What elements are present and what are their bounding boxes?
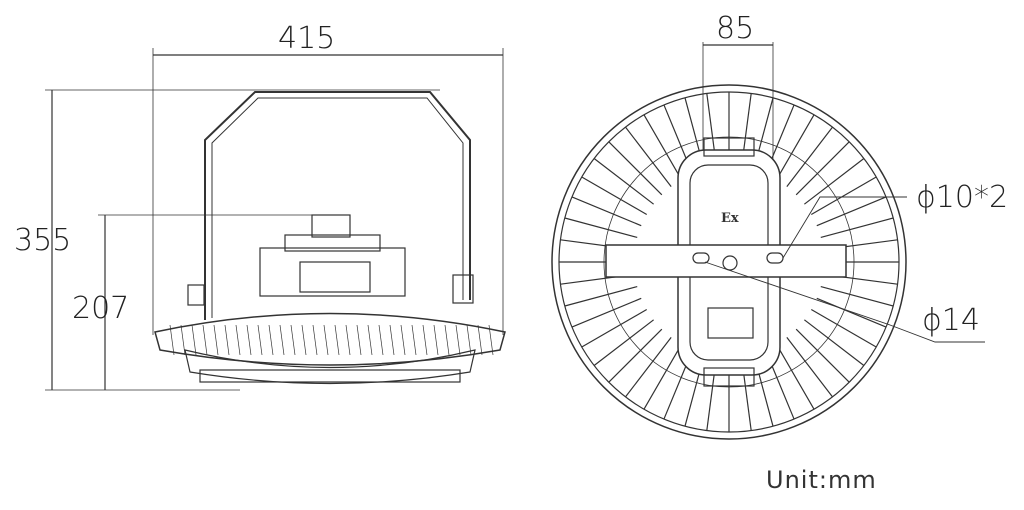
fin [643,343,683,410]
fin [625,337,672,398]
fin [820,286,894,307]
side-fin [202,324,208,356]
side-fin [389,324,395,356]
housing-panel [299,261,371,293]
hole-slot-left [692,252,710,264]
mounting-bar [605,244,847,278]
center-hole [722,255,738,271]
fin [786,126,833,187]
side-fin [345,324,351,356]
side-fin [301,324,307,356]
side-fin [323,324,329,356]
heat-sink [154,312,506,366]
side-fin [433,324,439,356]
side-fin [213,324,219,356]
bracket-bolt-right [452,274,474,304]
fin [804,158,865,205]
fin [820,217,894,238]
top-tab [703,137,755,157]
fin [775,114,815,181]
side-fin [246,324,252,356]
side-fin [290,324,296,356]
side-fin [444,324,450,356]
side-fin [169,324,175,356]
bracket-inner [211,97,464,318]
fin [816,297,887,328]
fin [625,126,672,187]
side-fin [356,324,362,356]
hole-label-phi10: ϕ10*2 [916,180,1008,215]
side-fin [488,324,494,356]
fin [795,141,850,196]
fin [816,196,887,227]
luminaire-outline [551,84,907,440]
fin [593,319,654,366]
side-view [45,48,506,391]
side-fin [235,324,241,356]
unit-label: Unit:mm [766,466,877,494]
bracket-bolt-left [187,284,205,306]
housing-top [284,234,381,252]
side-fin [279,324,285,356]
side-fin [191,324,197,356]
fin [786,337,833,398]
fin [564,286,638,307]
fin [775,343,815,410]
side-fin [224,324,230,356]
side-fin [334,324,340,356]
fin [608,141,663,196]
fin [608,328,663,383]
fin [804,319,865,366]
dim-label-415: 415 [278,21,335,56]
side-fin [466,324,472,356]
ex-mark: Ex [721,211,739,226]
side-fin [422,324,428,356]
dim-label-85: 85 [716,11,754,46]
side-fin [257,324,263,356]
fin [810,176,877,216]
dim-label-207: 207 [72,291,129,326]
side-fin [312,324,318,356]
fin [643,114,683,181]
leader-phi14 [704,261,985,343]
side-fin [268,324,274,356]
bottom-tab [703,367,755,387]
fin [810,308,877,348]
label-plate [707,307,754,339]
bottom-view [551,42,985,440]
fin [581,176,648,216]
dim-label-355: 355 [14,223,71,258]
side-fin [180,324,186,356]
side-fin [411,324,417,356]
fin [593,158,654,205]
side-fin [455,324,461,356]
side-fin [477,324,483,356]
mounting-bracket [204,91,471,320]
lens-ring [184,349,476,385]
fin [795,328,850,383]
side-fin [378,324,384,356]
fin [571,297,642,328]
leader-phi10 [782,196,907,259]
fin [581,308,648,348]
heat-sink-fins [169,324,494,356]
hole-label-phi14: ϕ14 [922,303,980,338]
side-fin [400,324,406,356]
driver-housing [259,247,406,297]
side-fin [367,324,373,356]
fin [564,217,638,238]
cable-gland [311,214,351,238]
fin [571,196,642,227]
lens [199,369,461,383]
